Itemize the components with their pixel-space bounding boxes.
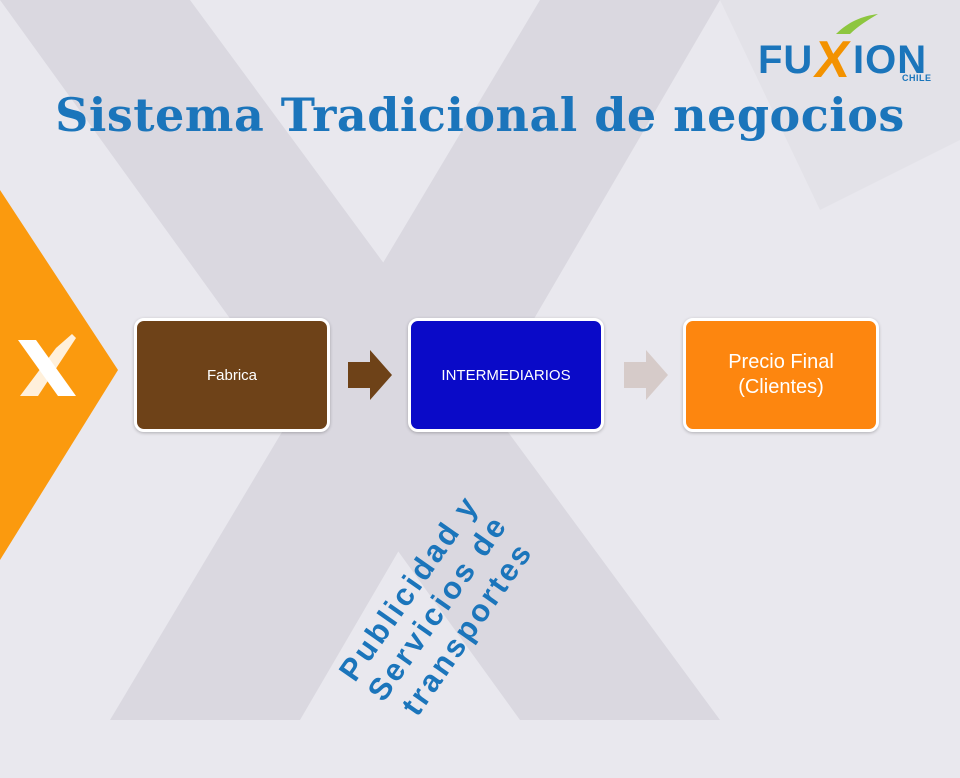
logo-text-left: FU <box>758 38 814 82</box>
flow-step-fabrica: Fabrica <box>134 318 330 432</box>
fuxion-logo: FUXION CHILE <box>758 10 943 89</box>
logo-subtitle: CHILE <box>902 73 932 83</box>
x-icon <box>18 334 76 396</box>
arrow-right-icon <box>348 350 392 400</box>
arrow-right-icon <box>624 350 668 400</box>
leaf-icon <box>836 14 878 34</box>
flow-step-intermediarios: INTERMEDIARIOS <box>408 318 604 432</box>
flow-step-precio-final: Precio Final (Clientes) <box>683 318 879 432</box>
page-title: Sistema Tradicional de negocios <box>55 88 905 142</box>
logo-text-right: ION <box>853 38 928 82</box>
logo-text-x: X <box>811 31 856 89</box>
logo-wordmark: FUXION <box>758 26 928 89</box>
